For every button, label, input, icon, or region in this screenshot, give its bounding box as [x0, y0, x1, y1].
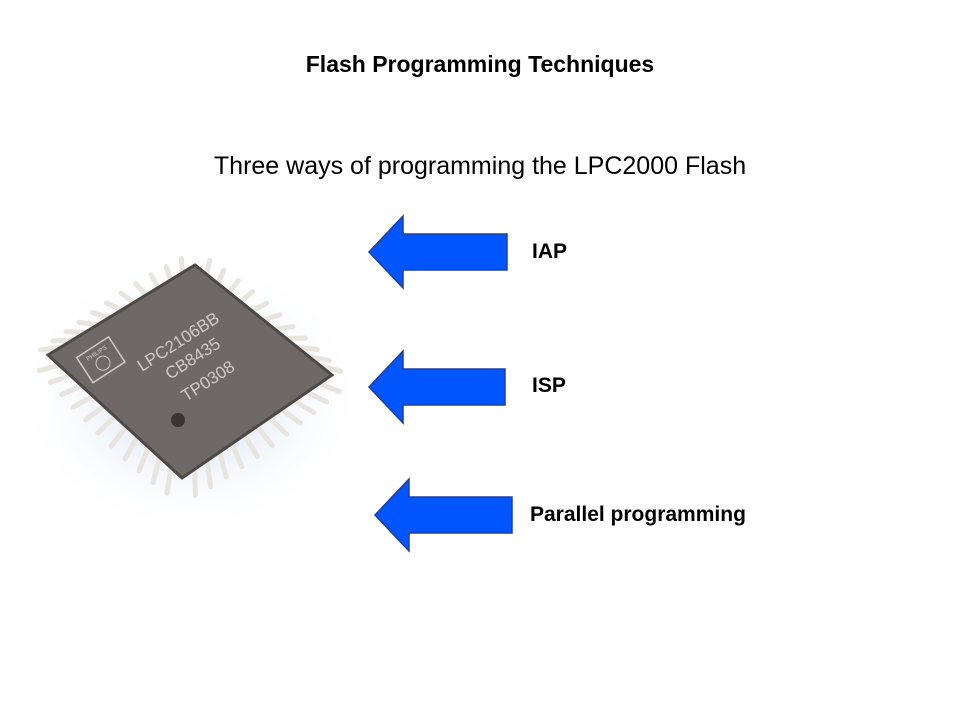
chip-pin: [178, 256, 186, 275]
slide-title: Flash Programming Techniques: [305, 51, 655, 77]
chip-pin: [82, 403, 107, 423]
chip-pin: [292, 398, 317, 415]
chip-pin: [164, 465, 174, 496]
chip-pin: [229, 441, 245, 470]
chip-pin: [122, 434, 140, 462]
chip-pin: [192, 466, 198, 498]
method-iap: IAP: [532, 240, 568, 263]
chip-pin: [163, 263, 173, 283]
arrow-left-icon: [373, 477, 513, 553]
chip-pin: [217, 449, 229, 480]
chip-pin: [249, 300, 270, 314]
arrow-left-icon: [367, 214, 508, 290]
chip-pin: [215, 267, 227, 286]
chip-pin: [89, 310, 112, 320]
chip-pin: [238, 289, 256, 305]
chip-pin: [242, 432, 260, 459]
chip-pin: [76, 319, 100, 328]
philips-logo-icon: [75, 335, 126, 384]
chip-pin: [108, 424, 129, 449]
chip-pin1-dot: [171, 413, 185, 427]
chip-pin: [226, 278, 241, 295]
chip-pin: [304, 389, 330, 405]
arrow-left-icon: [367, 349, 506, 425]
chip-pin: [103, 300, 124, 313]
chip-pin: [70, 393, 96, 410]
chip-body: [45, 263, 335, 480]
chip-pin: [63, 329, 88, 335]
chip-pin: [203, 257, 213, 277]
chip-pin: [317, 381, 342, 395]
chip-pin: [148, 272, 161, 290]
method-parallel: Parallel programming: [530, 503, 746, 526]
chip-image: PHILIPS LPC2106BB CB8435 TP0308: [15, 255, 365, 535]
chip-pin: [272, 323, 296, 332]
chip-pin: [36, 362, 62, 374]
chip-pin: [133, 281, 149, 298]
philips-shield-icon: [95, 355, 111, 371]
chip-pin: [47, 373, 73, 385]
chip-pin: [59, 383, 84, 398]
chip-pin: [267, 415, 290, 437]
chip-pin: [306, 354, 332, 363]
chip-pin: [204, 458, 214, 489]
chip-pin: [295, 345, 320, 352]
method-isp: ISP: [532, 374, 566, 397]
chip-pin: [150, 455, 163, 485]
chip-pin: [95, 414, 118, 436]
chip-pin: [136, 444, 151, 474]
chip-pin: [261, 312, 283, 323]
chip-pin: [254, 424, 275, 448]
chip-pin: [50, 337, 75, 344]
chip-pin: [279, 406, 303, 426]
chip-pin: [118, 290, 137, 305]
slide-subtitle: Three ways of programming the LPC2000 Fl…: [213, 152, 747, 180]
